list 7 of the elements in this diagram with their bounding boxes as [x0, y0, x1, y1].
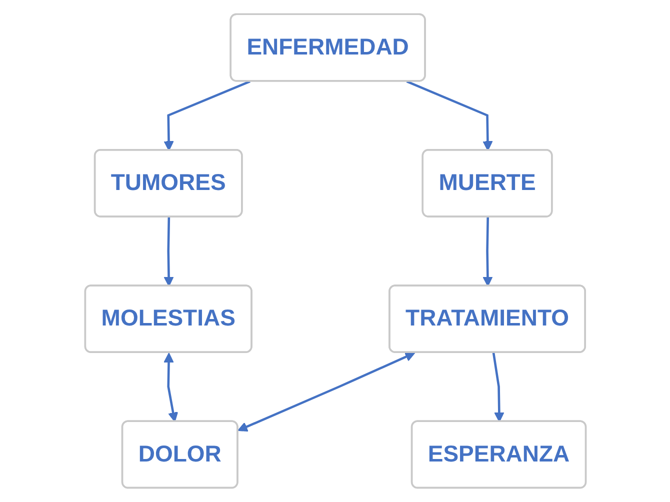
- arrow: [237, 352, 415, 432]
- arrow: [492, 352, 504, 422]
- arrow: [163, 352, 178, 422]
- arrow: [163, 217, 174, 286]
- arrow: [163, 80, 250, 151]
- arrow: [482, 217, 492, 286]
- arrow: [406, 80, 492, 151]
